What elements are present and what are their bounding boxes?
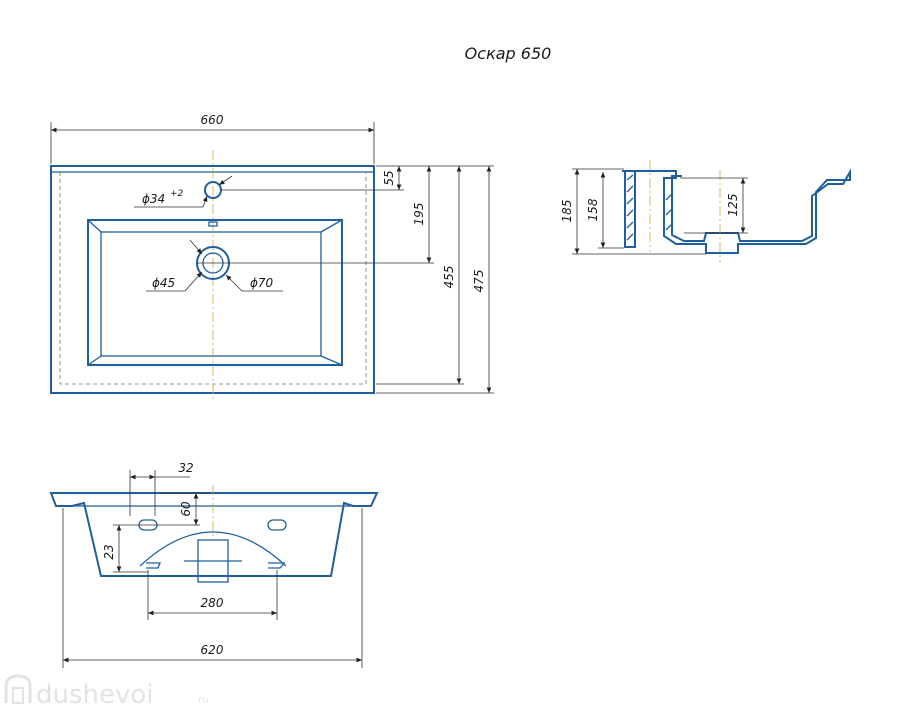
watermark: dushevoi ru: [4, 674, 208, 710]
dim-hole-offset-label: 55: [382, 170, 396, 185]
dim-bowl-depth-label: 125: [726, 194, 740, 217]
front-bowl-curve: [139, 531, 287, 567]
side-section-view: 185 158 125: [560, 160, 851, 262]
watermark-logo-icon: [4, 674, 32, 703]
dim-total-height-label: 185: [560, 200, 574, 223]
dim-drain-offset-label: 195: [412, 203, 426, 226]
front-view: 32 60 23 280 620: [49, 461, 379, 668]
bowl-inner: [100, 231, 322, 357]
drawing-title: Оскар 650: [465, 44, 552, 63]
dim-drain-outer-label: ϕ70: [250, 276, 274, 290]
dim-overall-depth-label: 475: [472, 270, 486, 293]
dim-slot-offset-label: 23: [102, 544, 116, 559]
top-view-outline: [50, 165, 375, 394]
dim-slot-width-label: 32: [178, 461, 193, 475]
overflow-slot-right: [267, 519, 287, 531]
bowl-outer: [87, 219, 343, 366]
dim-body-height-label: 158: [586, 198, 600, 221]
dim-base-width-label: 620: [201, 643, 224, 657]
dim-slot-height-label: 60: [179, 501, 193, 517]
top-view: 660 ϕ34 +2 ϕ45 ϕ70 55 195 455 475: [50, 113, 494, 400]
dim-overall-width-label: 660: [201, 113, 224, 127]
dim-drain-inner-label: ϕ45: [152, 276, 175, 290]
section-wall: [624, 170, 636, 248]
dim-faucet-hole-label: ϕ34: [142, 192, 165, 206]
dim-inner-depth-label: 455: [442, 266, 456, 289]
dim-faucet-hole-tolerance: +2: [170, 189, 184, 199]
watermark-brand: dushevoi: [36, 680, 154, 710]
watermark-suffix: ru: [198, 695, 208, 706]
section-profile: [622, 168, 851, 254]
dim-slot-spacing-label: 280: [201, 596, 224, 610]
